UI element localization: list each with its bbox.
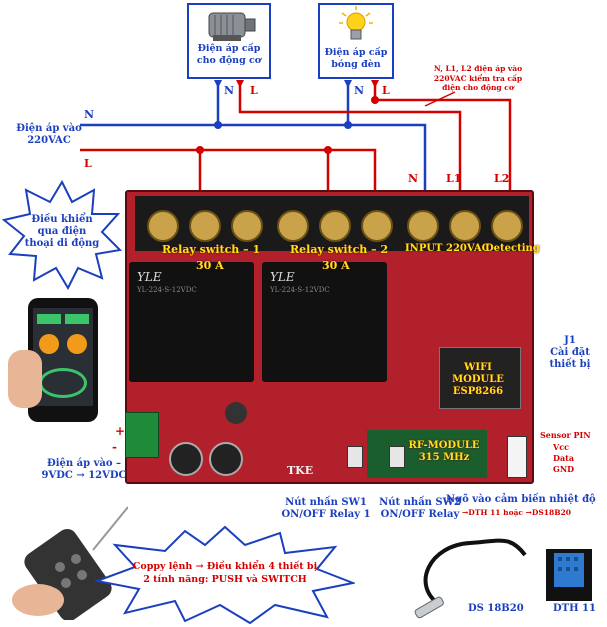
phone-control-starburst	[2, 180, 122, 290]
sw1-button[interactable]	[347, 446, 363, 468]
terminal-screw	[189, 210, 221, 242]
data-label: Data	[553, 453, 574, 463]
terminal-screw	[491, 210, 523, 242]
relay2-name: Relay switch – 2	[290, 243, 389, 256]
relay-1: YLE YL-224-S-12VDC	[129, 262, 254, 382]
motor-supply-box: Điện áp cấp cho động cơ	[187, 3, 271, 79]
sensor-header[interactable]	[507, 436, 527, 478]
terminal-screw	[449, 210, 481, 242]
terminal-screw	[277, 210, 309, 242]
sensor-pin-label: Sensor PIN	[540, 430, 591, 440]
input-220-label: INPUT 220VAC	[405, 243, 490, 254]
j1-label: J1 Cài đặt thiết bị	[549, 335, 591, 370]
dc-plus-label: +	[115, 424, 126, 438]
motor-l-label: L	[250, 84, 258, 97]
motor-n-label: N	[224, 84, 235, 97]
phone-button-icon	[39, 334, 59, 354]
sensor-types-label: →DTH 11 hoặc →DS18B20	[462, 508, 572, 517]
gauge-icon	[39, 368, 87, 398]
relay-2: YLE YL-224-S-12VDC	[262, 262, 387, 382]
light-bulb-icon	[339, 6, 373, 40]
dc-input-label: Điện áp vào – 9VDC → 12VDC	[41, 458, 127, 481]
relay1-name: Relay switch – 1	[162, 243, 261, 256]
line-l-label: L	[84, 157, 92, 170]
wifi-module-label: WIFI MODULE ESP8266	[452, 362, 504, 397]
hand	[8, 350, 42, 408]
sw2-button[interactable]	[389, 446, 405, 468]
lamp-live-wire	[373, 82, 512, 210]
ds18b20-probe	[414, 538, 527, 619]
relay1-rating: 30 A	[196, 259, 224, 272]
terminal-screw	[361, 210, 393, 242]
phone-screen	[33, 308, 93, 406]
lamp-l-label: L	[382, 84, 390, 97]
gnd-label: GND	[553, 464, 575, 474]
remote-note: Coppy lệnh → Điều khiển 4 thiết bị 2 tín…	[132, 561, 318, 585]
terminal-screw	[319, 210, 351, 242]
detecting-label: Detecting	[485, 243, 540, 254]
rf-remote	[12, 506, 128, 620]
detect-note: N, L1, L2 điện áp vào 220VAC kiểm tra cấ…	[433, 64, 523, 92]
sensor-input-label: Ngõ vào cảm biến nhiệt độ	[446, 494, 596, 505]
neutral-wire	[80, 123, 427, 210]
wifi-module	[439, 347, 521, 409]
relay2-rating: 30 A	[322, 259, 350, 272]
sw1-label: Nút nhấn SW1 ON/OFF Relay 1	[281, 497, 371, 520]
terminal-l2-label: L2	[494, 172, 510, 185]
pcb-board: YLE YL-224-S-12VDC YLE YL-224-S-12VDC TK…	[125, 190, 534, 484]
board-brand: TKE	[287, 464, 314, 477]
capacitor	[169, 442, 203, 476]
starburst-text: Điều khiển qua điện thoại di động	[24, 214, 100, 249]
capacitor	[209, 442, 243, 476]
terminal-screw	[231, 210, 263, 242]
phone-button-icon	[67, 334, 87, 354]
motor-icon	[208, 12, 256, 41]
lamp-box-label: Điện áp cấp bóng đèn	[324, 47, 388, 70]
dth11-label: DTH 11	[553, 603, 596, 614]
rf-module	[367, 430, 487, 478]
terminal-n-label: N	[408, 172, 419, 185]
vcc-label: Vcc	[553, 442, 569, 452]
line-n-label: N	[84, 108, 95, 121]
remote-note-starburst	[95, 525, 355, 625]
rf-module-label: RF-MODULE 315 MHz	[408, 440, 480, 463]
lamp-n-label: N	[354, 84, 365, 97]
dth11-sensor	[546, 549, 592, 601]
ac-input-label: Điện áp vào 220VAC	[16, 123, 82, 146]
dc-terminal	[125, 412, 159, 458]
lamp-supply-box: Điện áp cấp bóng đèn	[318, 3, 394, 79]
ds18b20-label: DS 18B20	[468, 603, 524, 614]
dc-minus-label: -	[112, 440, 117, 454]
motor-live-wire	[238, 82, 462, 210]
terminal-screw	[407, 210, 439, 242]
motor-box-label: Điện áp cấp cho động cơ	[196, 43, 262, 66]
terminal-screw	[147, 210, 179, 242]
terminal-l1-label: L1	[446, 172, 462, 185]
inductor	[225, 402, 247, 424]
sw2-label: Nút nhấn SW2 ON/OFF Relay	[379, 497, 461, 520]
